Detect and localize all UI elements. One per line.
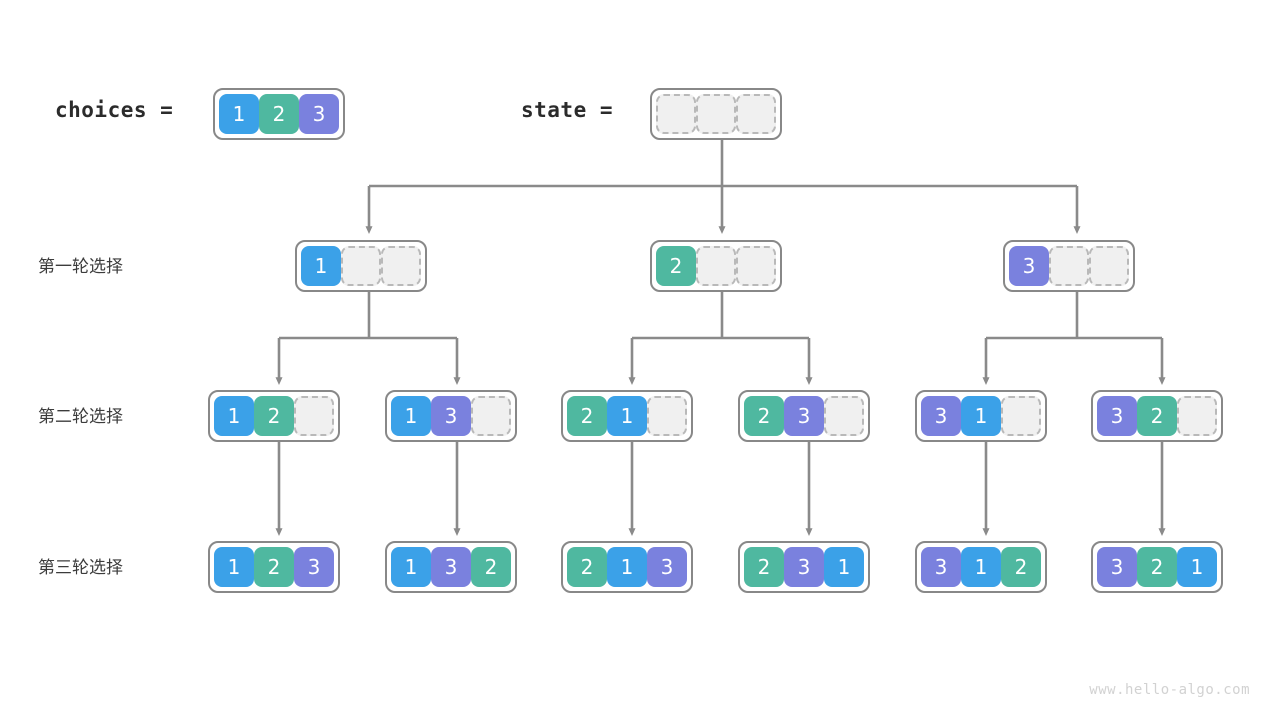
row-label-round-1: 第一轮选择 xyxy=(38,257,123,277)
r3n3-cell-1: 1 xyxy=(607,547,647,587)
r3n6-cell-2: 1 xyxy=(1177,547,1217,587)
r2n2-cell-1: 3 xyxy=(431,396,471,436)
r2n4-cell-2 xyxy=(824,396,864,436)
r2n4-cell-0: 2 xyxy=(744,396,784,436)
r2n5-cell-1: 1 xyxy=(961,396,1001,436)
r3n1-cell-2: 3 xyxy=(294,547,334,587)
r3n2-cell-0: 1 xyxy=(391,547,431,587)
r2n3-cell-2 xyxy=(647,396,687,436)
row-label-round-3: 第三轮选择 xyxy=(38,558,123,578)
r2n6-cell-1: 2 xyxy=(1137,396,1177,436)
r1n2-cell-0: 2 xyxy=(656,246,696,286)
r3n5-cell-1: 1 xyxy=(961,547,1001,587)
r2n2-cell-0: 1 xyxy=(391,396,431,436)
r2n1-cell-0: 1 xyxy=(214,396,254,436)
r1n3-cell-2 xyxy=(1089,246,1129,286)
r2n5-cell-2 xyxy=(1001,396,1041,436)
r2n3-cell-1: 1 xyxy=(607,396,647,436)
r2n3-cell-0: 2 xyxy=(567,396,607,436)
r2n1-cell-1: 2 xyxy=(254,396,294,436)
choices-label: choices = xyxy=(55,98,174,122)
r3n5-cell-0: 3 xyxy=(921,547,961,587)
r2n1-cell-2 xyxy=(294,396,334,436)
choices-cell-1: 2 xyxy=(259,94,299,134)
row-label-round-2: 第二轮选择 xyxy=(38,407,123,427)
r1n2-cell-1 xyxy=(696,246,736,286)
tree-node-r1-n3: 3 xyxy=(1003,240,1135,292)
r1n3-cell-1 xyxy=(1049,246,1089,286)
choices-cell-0: 1 xyxy=(219,94,259,134)
r3n1-cell-1: 2 xyxy=(254,547,294,587)
tree-node-r1-n2: 2 xyxy=(650,240,782,292)
r3n3-cell-2: 3 xyxy=(647,547,687,587)
r3n6-cell-0: 3 xyxy=(1097,547,1137,587)
r2n5-cell-0: 3 xyxy=(921,396,961,436)
r1n1-cell-2 xyxy=(381,246,421,286)
r3n4-cell-2: 1 xyxy=(824,547,864,587)
r3n1-cell-0: 1 xyxy=(214,547,254,587)
r3n4-cell-0: 2 xyxy=(744,547,784,587)
r1n2-cell-2 xyxy=(736,246,776,286)
choices-cell-2: 3 xyxy=(299,94,339,134)
watermark: www.hello-algo.com xyxy=(1089,682,1250,698)
state-cell-1 xyxy=(696,94,736,134)
state-label: state = xyxy=(521,98,614,122)
r1n1-cell-1 xyxy=(341,246,381,286)
r3n3-cell-0: 2 xyxy=(567,547,607,587)
state-cell-0 xyxy=(656,94,696,134)
r2n4-cell-1: 3 xyxy=(784,396,824,436)
r3n2-cell-1: 3 xyxy=(431,547,471,587)
r2n2-cell-2 xyxy=(471,396,511,436)
r2n6-cell-0: 3 xyxy=(1097,396,1137,436)
r2n6-cell-2 xyxy=(1177,396,1217,436)
r1n1-cell-0: 1 xyxy=(301,246,341,286)
state-array xyxy=(650,88,782,140)
state-cell-2 xyxy=(736,94,776,134)
r1n3-cell-0: 3 xyxy=(1009,246,1049,286)
r3n4-cell-1: 3 xyxy=(784,547,824,587)
r3n5-cell-2: 2 xyxy=(1001,547,1041,587)
tree-node-r1-n1: 1 xyxy=(295,240,427,292)
r3n2-cell-2: 2 xyxy=(471,547,511,587)
r3n6-cell-1: 2 xyxy=(1137,547,1177,587)
